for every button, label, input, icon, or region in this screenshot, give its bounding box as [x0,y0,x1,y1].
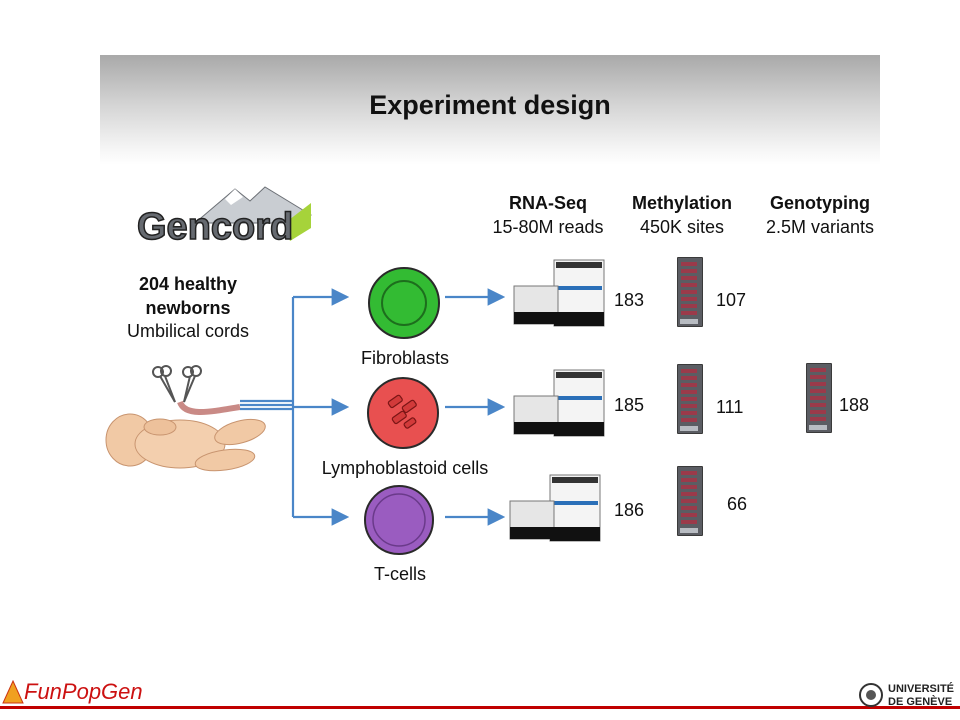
funpopgen-triangle-icon [2,680,24,704]
unige-line-1: UNIVERSITÉ [888,683,955,695]
cell-tcells [364,485,434,555]
chromosome-icons [387,394,417,429]
newborn-illustration [105,365,266,472]
label-lymphoblastoid: Lymphoblastoid cells [321,458,489,478]
nucleus-icon [381,280,427,326]
unige-line-2: DE GENÈVE [888,696,953,708]
unige-seal-icon [859,683,883,707]
label-tcells: T-cells [373,564,426,584]
page-title: Experiment design [369,90,611,120]
count-lymphoblastoid-methylation: 111 [716,397,744,417]
sequencer-icon [509,474,601,542]
unige-logo: UNIVERSITÉ DE GENÈVE [888,683,954,709]
funpopgen-logo: FunPopGen [24,679,143,704]
header-rnaseq: RNA-Seq [508,193,587,213]
array-chip-icon [677,257,703,327]
sample-line-2: newborns [145,298,231,318]
cell-lymphoblastoid [367,377,439,449]
count-fibroblasts-methylation: 107 [716,290,747,310]
clamp-icon [152,365,202,403]
cell-fibroblasts [368,267,440,339]
sample-line-3: Umbilical cords [126,321,250,341]
header-band [100,55,880,165]
array-chip-icon [677,364,703,434]
count-tcells-methylation: 66 [727,494,748,514]
sequencer-icon [513,259,605,327]
header-methylation: Methylation [631,193,732,213]
array-chip-icon [677,466,703,536]
count-lymphoblastoid-rnaseq: 185 [614,395,645,415]
label-fibroblasts: Fibroblasts [360,348,450,368]
header-genotyping-detail: 2.5M variants [765,217,875,237]
header-rnaseq-detail: 15-80M reads [492,217,604,237]
header-genotyping: Genotyping [770,193,870,213]
count-fibroblasts-rnaseq: 183 [614,290,645,310]
count-lymphoblastoid-genotyping: 188 [839,395,870,415]
gencord-logo: Gencord [136,186,312,249]
sample-line-1: 204 healthy [138,274,238,294]
umbilical-cord [177,400,241,415]
array-chip-icon [806,363,832,433]
footer-rule [0,706,960,709]
header-methylation-detail: 450K sites [639,217,725,237]
sequencer-icon [513,369,605,437]
gencord-logo-text: Gencord [137,206,293,248]
nucleus-icon [372,493,426,547]
count-tcells-rnaseq: 186 [614,500,645,520]
